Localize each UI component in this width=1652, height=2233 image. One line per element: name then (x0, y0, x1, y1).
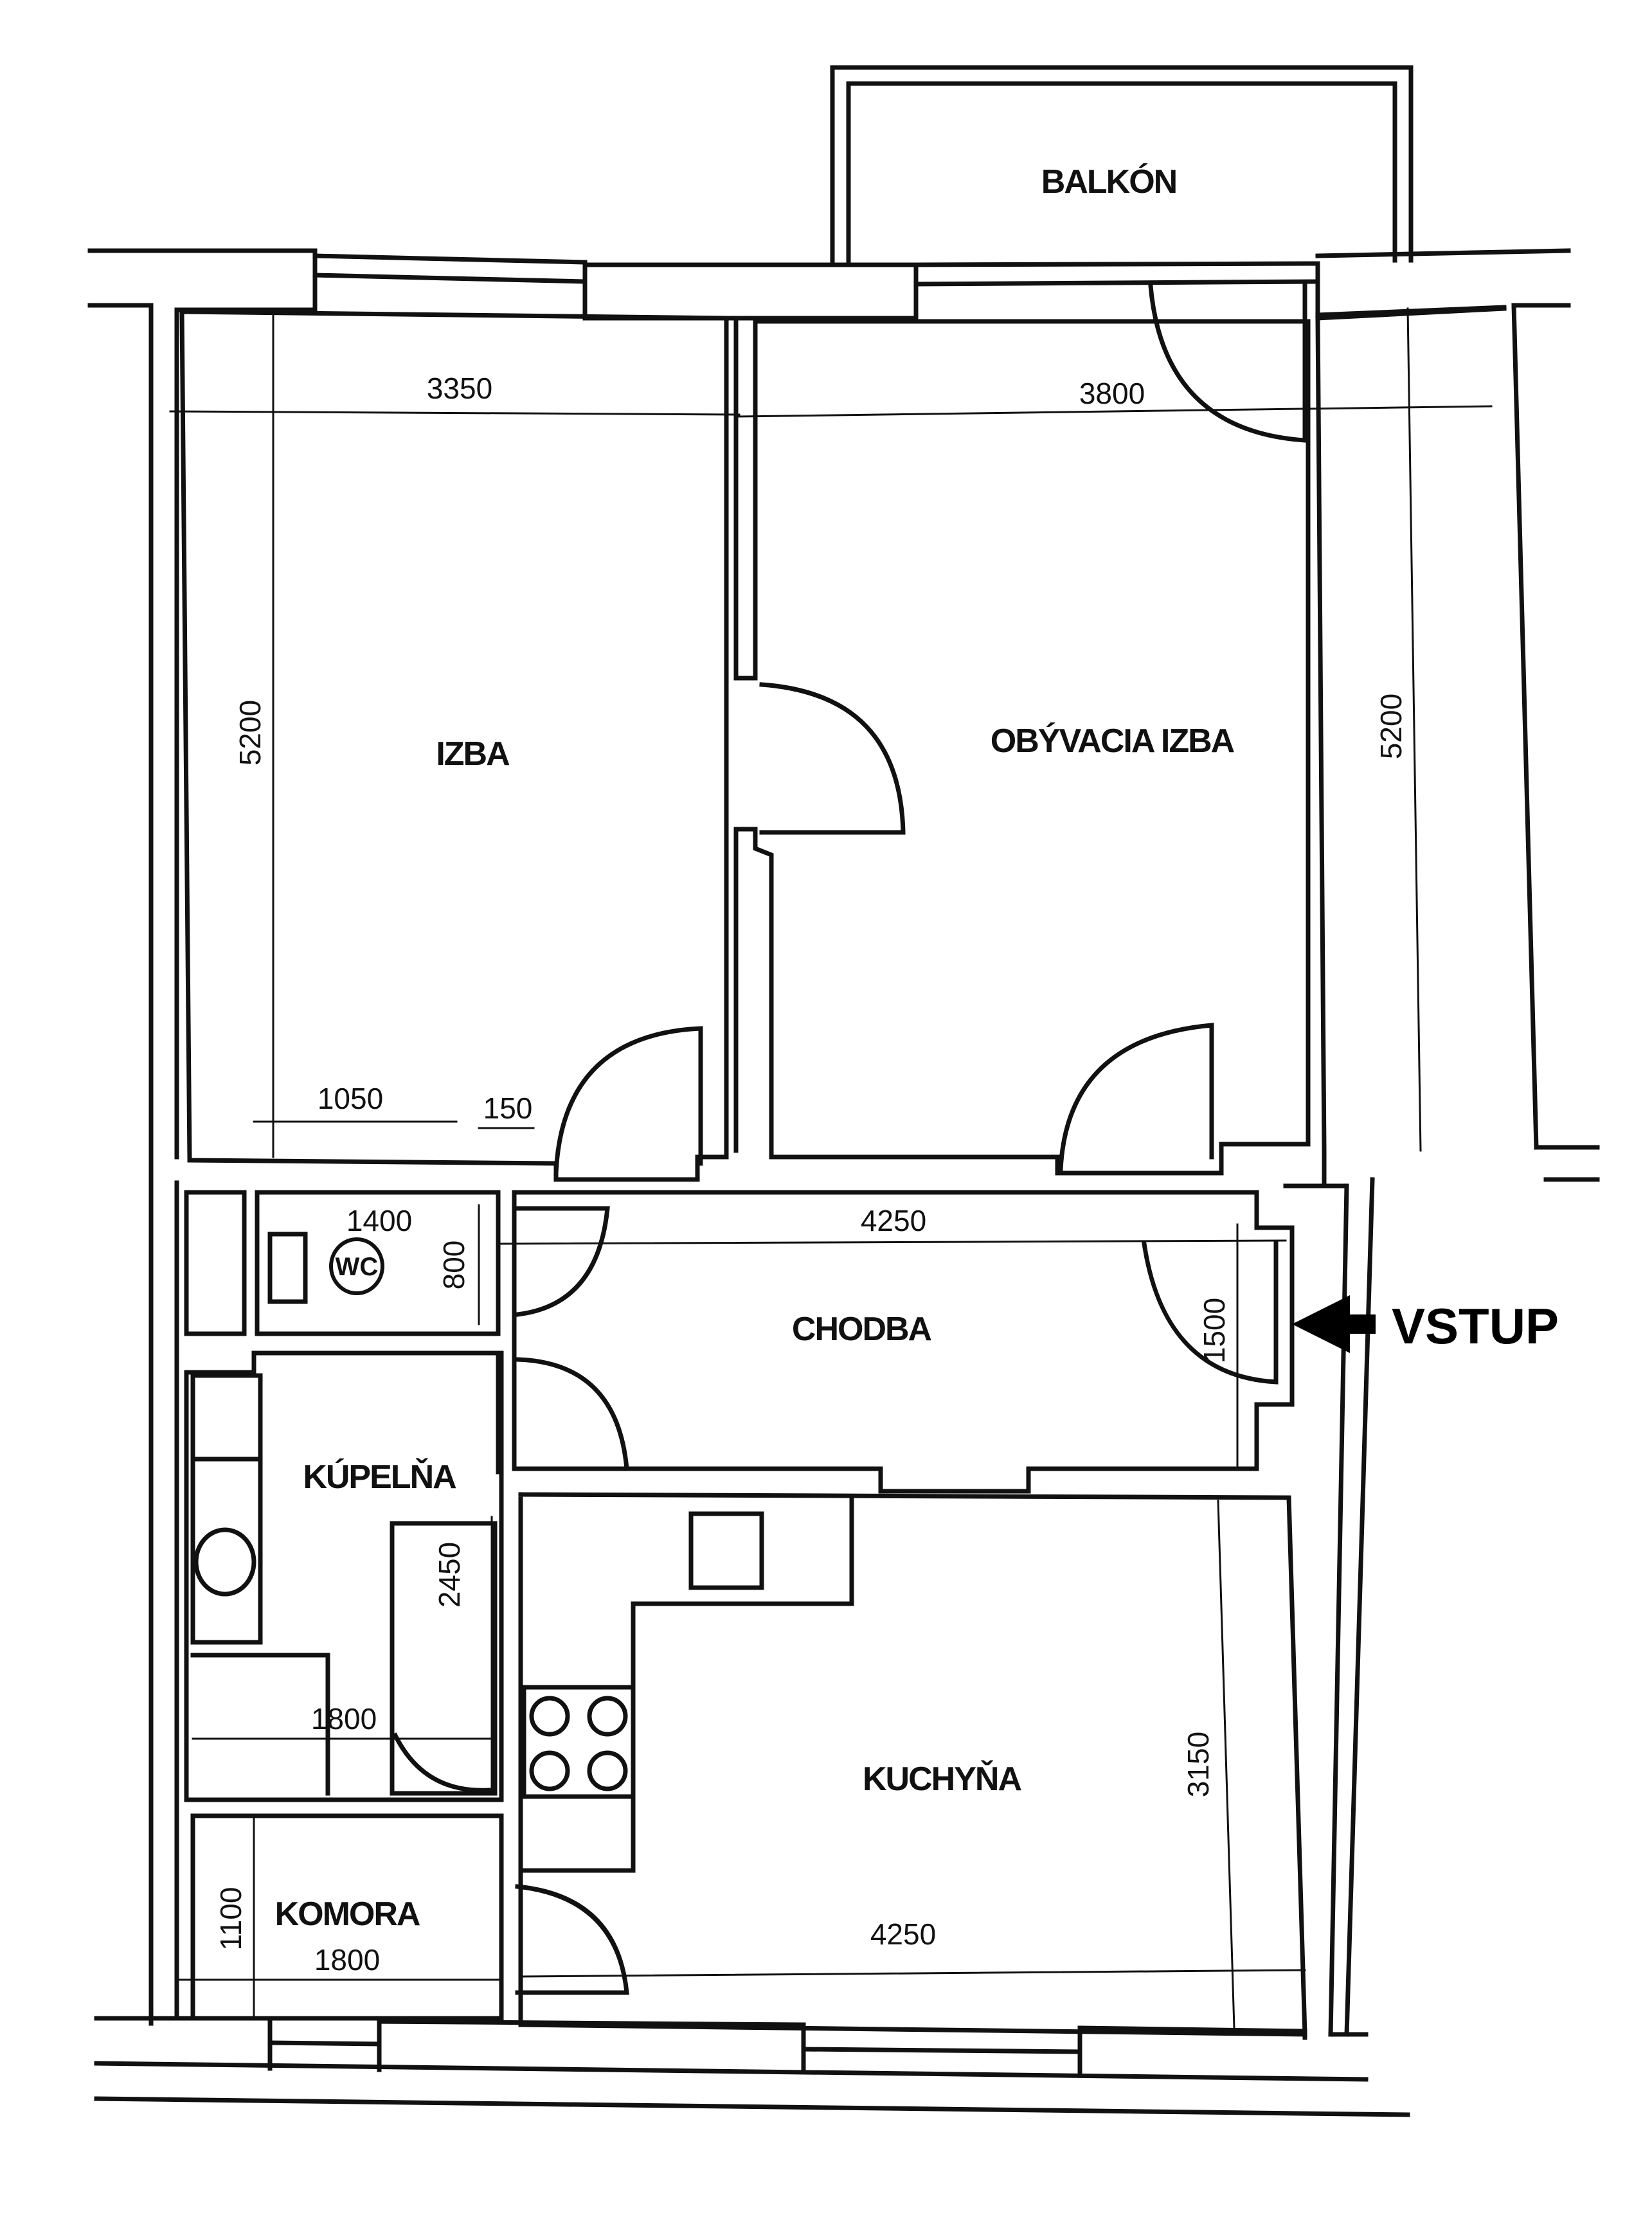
dim-wc-width: 800 (437, 1241, 471, 1290)
dim-living-width: 3800 (1079, 377, 1145, 410)
wc-walls (184, 1190, 501, 1336)
entry-arrow (1292, 1295, 1376, 1353)
dim-pantry-depth: 1100 (214, 1887, 247, 1951)
wc-label: WC (336, 1253, 379, 1281)
bedroom-walls (179, 309, 739, 1182)
dim-bedroom-depth: 5200 (233, 700, 267, 766)
dim-hall-length: 4250 (861, 1204, 926, 1237)
room-label-hallway: CHODBA (792, 1311, 932, 1348)
room-label-bedroom: IZBA (436, 735, 510, 773)
dim-kitchen-depth: 3150 (1181, 1732, 1215, 1797)
room-label-balcony: BALKÓN (1041, 163, 1176, 201)
room-label-bathroom: KÚPELŇA (303, 1458, 456, 1496)
dim-bedroom-width: 3350 (427, 372, 492, 405)
dim-hall-width: 1500 (1198, 1298, 1231, 1363)
exterior-wall-right (1283, 303, 1600, 2037)
kitchen-walls (518, 1492, 1307, 2037)
balcony-outline (830, 65, 1414, 263)
pantry-walls (190, 1813, 504, 2021)
room-label-living-room: OBÝVACIA IZBA (991, 722, 1235, 760)
dim-living-depth: 5200 (1374, 694, 1408, 759)
entry-label: VSTUP (1392, 1298, 1559, 1354)
dim-wc-length: 1400 (346, 1204, 412, 1237)
room-label-kitchen: KUCHYŇA (863, 1760, 1021, 1798)
dim-kitchen-width: 4250 (870, 1917, 936, 1951)
exterior-wall-bottom (94, 2016, 1410, 2117)
room-label-pantry: KOMORA (275, 1896, 420, 1933)
bathroom-walls (184, 1350, 504, 1802)
dim-wardrobe-gap: 150 (483, 1091, 533, 1125)
exterior-wall-top (87, 248, 1571, 321)
dimension-lines (169, 307, 1493, 2029)
dim-bath-width: 1800 (311, 1702, 377, 1735)
dim-bath-length: 2450 (433, 1542, 466, 1608)
dim-pantry-width: 1800 (314, 1943, 380, 1977)
living-room-walls (733, 319, 1311, 1176)
dim-wardrobe-width: 1050 (318, 1082, 383, 1115)
exterior-wall-left (94, 303, 179, 2026)
hallway-walls (512, 1190, 1295, 1494)
toilet-symbol: WC (329, 1237, 384, 1295)
door-swings (515, 280, 1307, 1995)
